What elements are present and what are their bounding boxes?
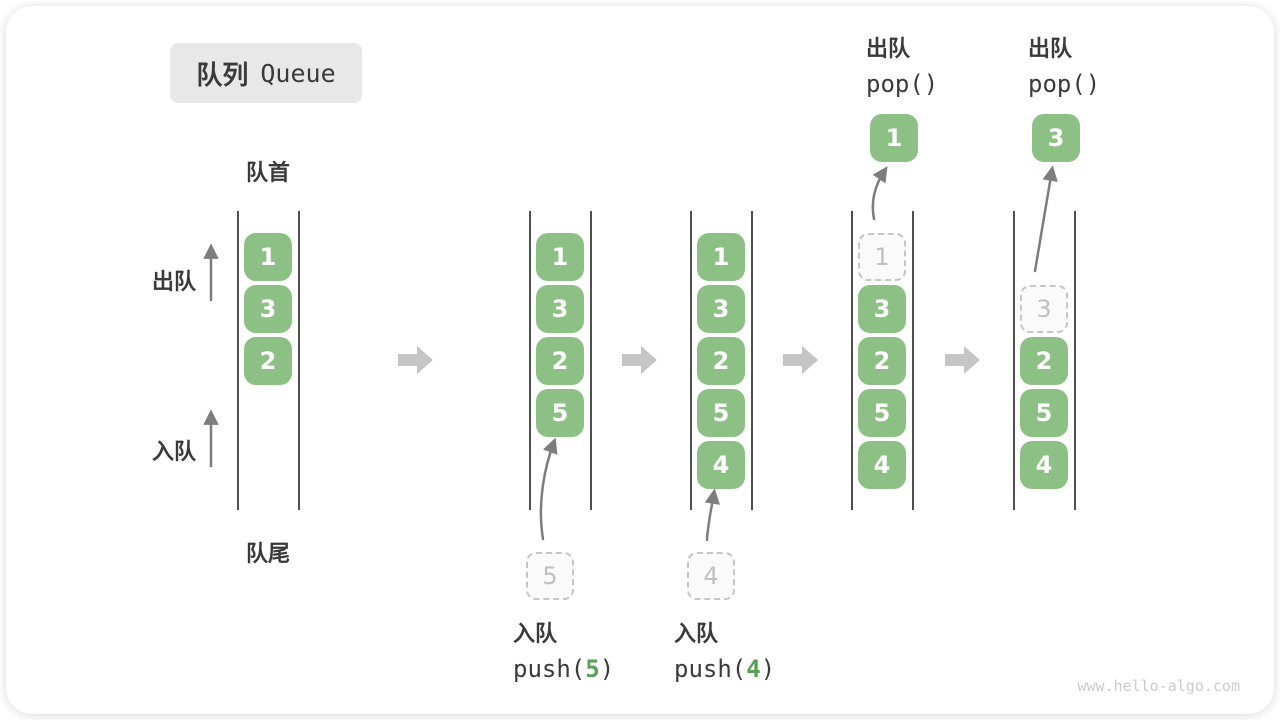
queue-rail-right bbox=[590, 211, 592, 510]
enqueue-op-text: 入队 bbox=[513, 622, 558, 647]
enqueue-op-text: 入队 bbox=[674, 622, 719, 647]
staged-element: 4 bbox=[687, 552, 735, 600]
step-arrow-icon bbox=[783, 345, 819, 375]
pop-3-arrow-icon bbox=[1033, 165, 1058, 273]
queue-element: 5 bbox=[536, 389, 584, 437]
push-5-arrow-icon bbox=[539, 437, 558, 541]
staged-element: 5 bbox=[526, 552, 574, 600]
queue-element: 3 bbox=[858, 285, 906, 333]
queue-element: 4 bbox=[697, 441, 745, 489]
dequeue-op-text: 出队 bbox=[866, 37, 911, 62]
step-arrow-icon bbox=[398, 345, 434, 375]
step-arrow-icon bbox=[622, 345, 658, 375]
enqueue-side-label: 入队 bbox=[152, 440, 197, 465]
queue-element: 3 bbox=[697, 285, 745, 333]
queue-element: 3 bbox=[536, 285, 584, 333]
queue-element: 1 bbox=[697, 233, 745, 281]
title-zh: 队列 bbox=[196, 60, 249, 91]
queue-element: 2 bbox=[858, 337, 906, 385]
queue-element: 5 bbox=[697, 389, 745, 437]
queue-rear-label: 队尾 bbox=[245, 542, 290, 567]
push-4-arrow-icon bbox=[704, 488, 721, 542]
queue-rail-right bbox=[1074, 211, 1076, 510]
queue-rail-right bbox=[751, 211, 753, 510]
dequeue-side-label: 出队 bbox=[152, 270, 197, 295]
queue-rail-left bbox=[851, 211, 853, 510]
watermark: www.hello-algo.com bbox=[1077, 677, 1240, 695]
queue-rail-right bbox=[912, 211, 914, 510]
queue-element: 4 bbox=[1020, 441, 1068, 489]
queue-element: 2 bbox=[697, 337, 745, 385]
dequeue-op-text: 出队 bbox=[1028, 37, 1073, 62]
popped-element: 3 bbox=[1032, 114, 1080, 162]
queue-element: 1 bbox=[536, 233, 584, 281]
enqueue-op-label: 入队 push(5) bbox=[513, 616, 614, 683]
queue-element: 2 bbox=[536, 337, 584, 385]
popped-element: 1 bbox=[870, 114, 918, 162]
dequeue-op-code: pop() bbox=[1028, 70, 1101, 98]
enqueue-op-arg: 5 bbox=[585, 655, 600, 683]
dequeue-op-code: pop() bbox=[866, 70, 939, 98]
queue-element: 5 bbox=[858, 389, 906, 437]
queue-element: 1 bbox=[244, 233, 292, 281]
queue-front-label: 队首 bbox=[245, 161, 290, 186]
queue-element: 3 bbox=[244, 285, 292, 333]
queue-element: 5 bbox=[1020, 389, 1068, 437]
enqueue-op-label: 入队 push(4) bbox=[674, 616, 775, 683]
queue-element: 2 bbox=[244, 337, 292, 385]
queue-element: 4 bbox=[858, 441, 906, 489]
dequeue-op-label: 出队 pop() bbox=[866, 31, 938, 98]
enqueue-op-code: push(4) bbox=[674, 655, 776, 683]
title-badge: 队列 Queue bbox=[170, 43, 362, 103]
enqueue-op-arg: 4 bbox=[746, 655, 761, 683]
queue-rail-left bbox=[237, 211, 239, 510]
dequeue-op-label: 出队 pop() bbox=[1028, 31, 1100, 98]
pop-1-arrow-icon bbox=[871, 166, 888, 221]
removed-element: 3 bbox=[1020, 285, 1068, 333]
title-en: Queue bbox=[260, 58, 336, 88]
queue-rail-left bbox=[690, 211, 692, 510]
queue-rail-left bbox=[1013, 211, 1015, 510]
queue-element: 2 bbox=[1020, 337, 1068, 385]
enqueue-op-code: push(5) bbox=[513, 655, 615, 683]
step-arrow-icon bbox=[945, 345, 981, 375]
queue-rail-right bbox=[298, 211, 300, 510]
queue-rail-left bbox=[529, 211, 531, 510]
removed-element: 1 bbox=[858, 233, 906, 281]
figure-canvas: 队列 Queue 队首 队尾 出队 入队 bbox=[6, 6, 1274, 714]
